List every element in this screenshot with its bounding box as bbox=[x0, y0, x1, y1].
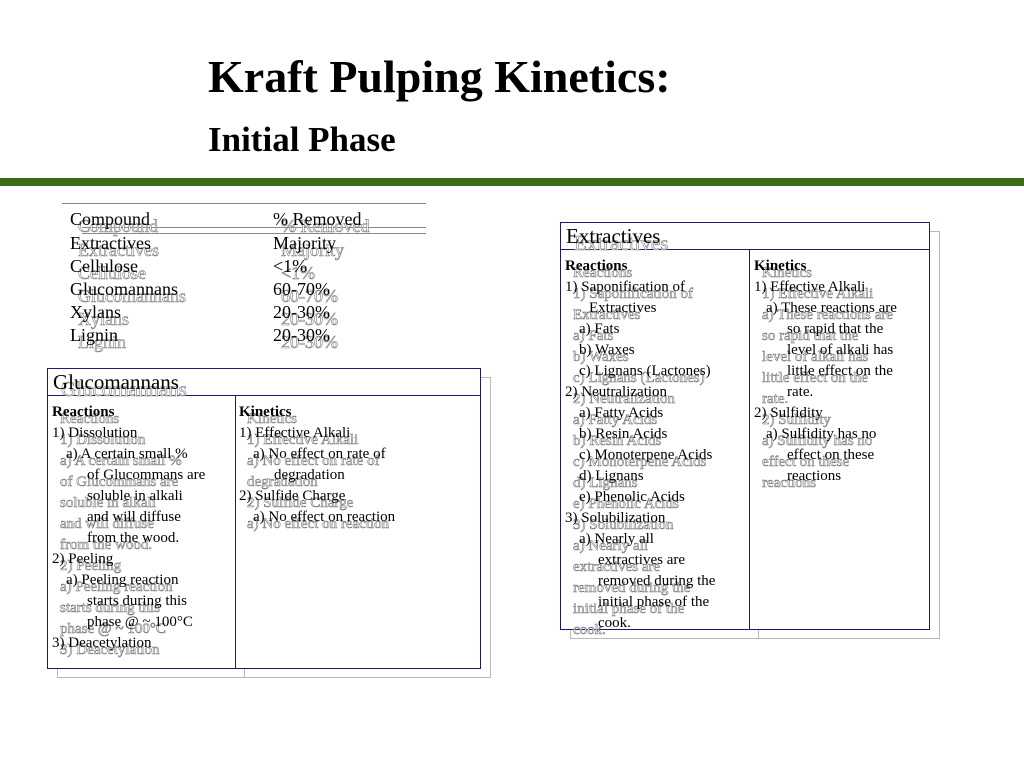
table-rule bbox=[82, 233, 426, 234]
column-header-removed: % Removed% Removed bbox=[273, 209, 370, 236]
table-rule bbox=[82, 227, 426, 228]
removed-cell: 60-70%60-70% bbox=[273, 279, 338, 306]
removed-cell: 20-30%20-30% bbox=[273, 302, 338, 329]
reaction-line: c) Lignans (Lactones)c) Lignans (Lactone… bbox=[573, 363, 711, 386]
table-rule bbox=[62, 203, 426, 204]
title-divider bbox=[0, 178, 1024, 186]
kinetics-line: a) No effect on reaction a) No effect on… bbox=[247, 509, 396, 532]
slide-title: Kraft Pulping Kinetics: bbox=[208, 51, 671, 102]
reaction-line: from the wood.from the wood. bbox=[60, 530, 180, 553]
column-divider bbox=[235, 396, 236, 668]
column-divider bbox=[749, 250, 750, 629]
slide-subtitle: Initial Phase bbox=[208, 120, 396, 159]
kinetics-line: rate.rate. bbox=[762, 384, 814, 407]
removed-cell: <1%<1% bbox=[273, 256, 316, 283]
reaction-line: a) A certain small % a) A certain small … bbox=[60, 446, 188, 469]
removed-cell: 20-30%20-30% bbox=[273, 325, 338, 352]
reaction-line: a) Peeling reaction a) Peeling reaction bbox=[60, 572, 179, 595]
kinetics-line: a) No effect on rate of a) No effect on … bbox=[247, 446, 386, 469]
reaction-line: cook.cook. bbox=[573, 615, 631, 638]
